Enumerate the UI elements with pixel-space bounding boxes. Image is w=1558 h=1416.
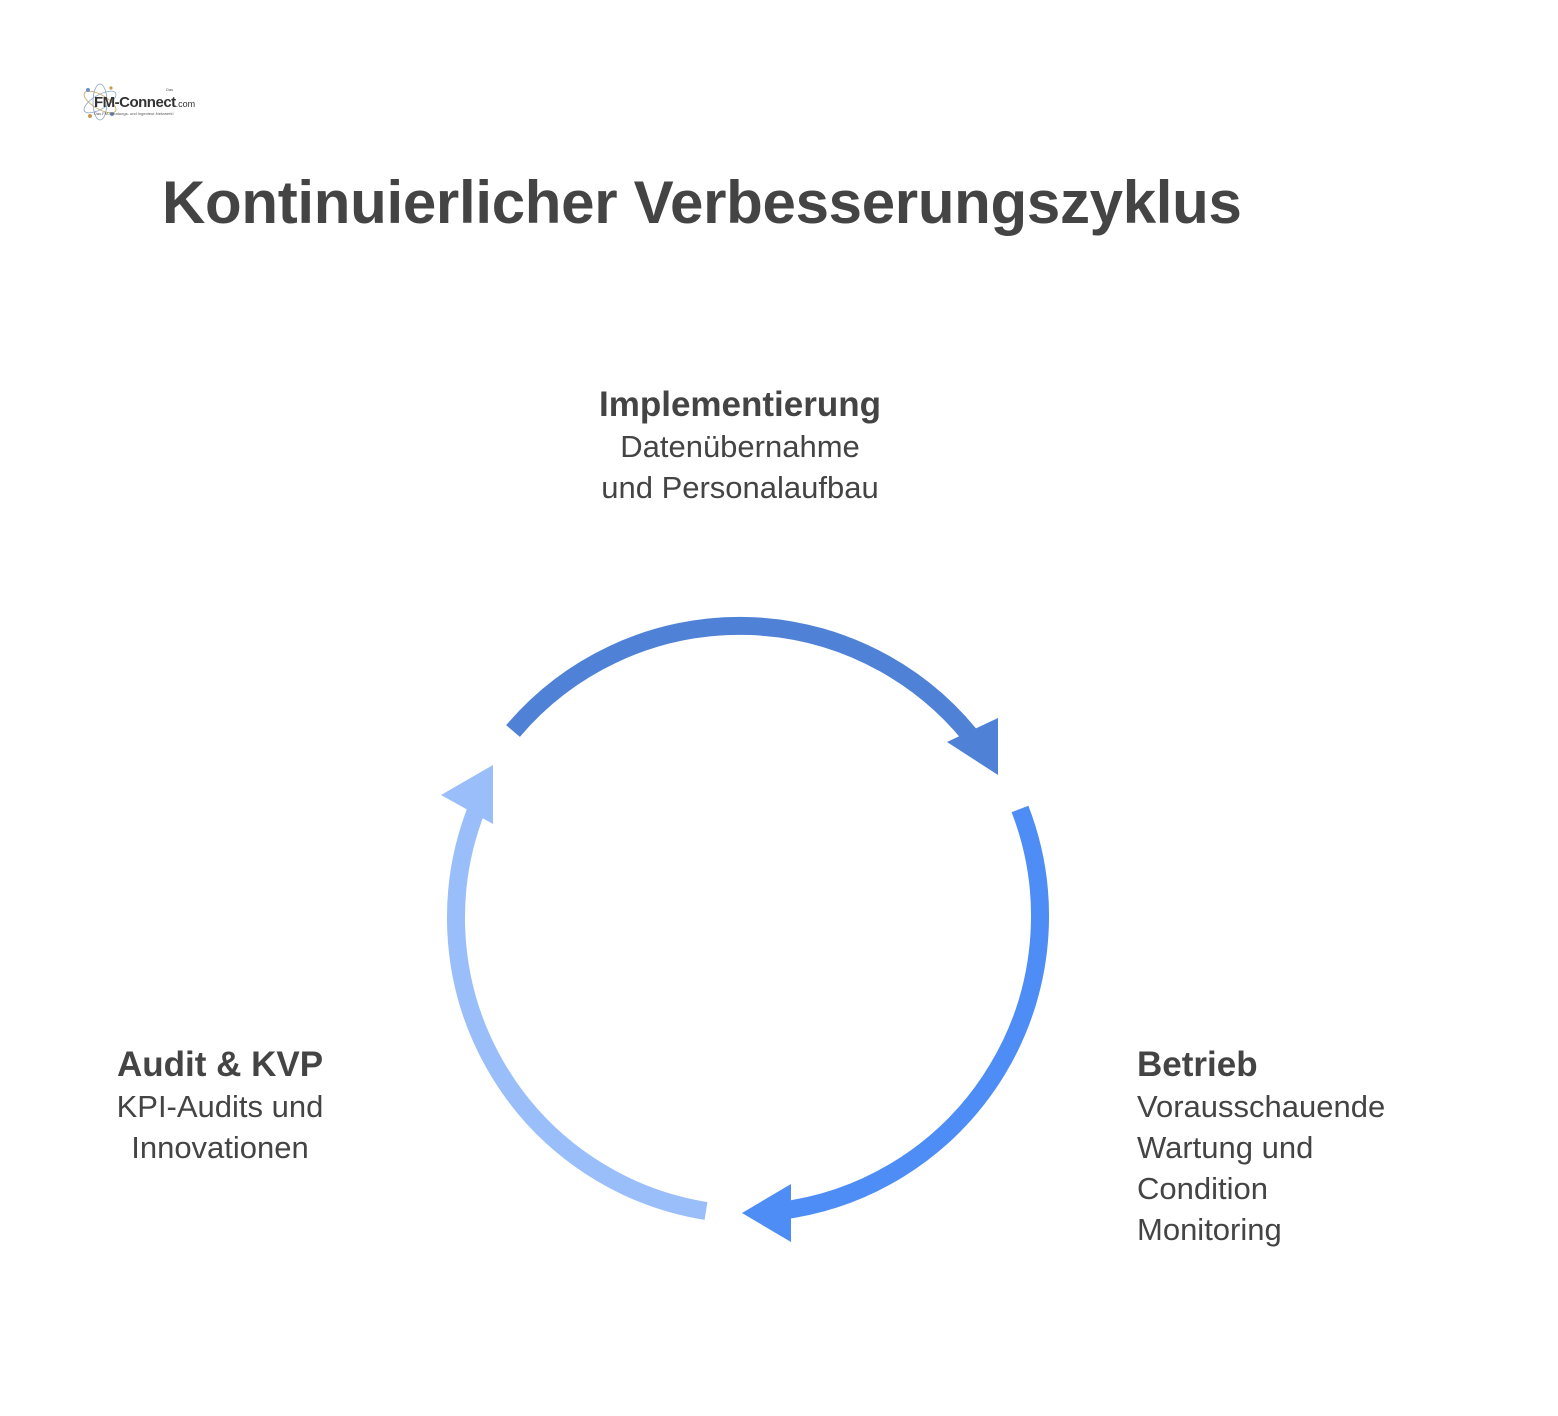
arrow-betrieb [777, 805, 1049, 1220]
arrow-audit [446, 804, 708, 1220]
logo-name: FM-Connect [94, 94, 176, 111]
stage-implementierung: Implementierung Datenübernahme und Perso… [560, 384, 920, 508]
logo-small-text: Das [166, 87, 174, 92]
logo-suffix: .com [175, 99, 196, 109]
stage-audit: Audit & KVP KPI-Audits und Innovationen [80, 1044, 360, 1168]
arrowhead-betrieb-icon [742, 1184, 791, 1242]
stage-betrieb-line-1: Vorausschauende [1137, 1089, 1386, 1124]
stage-audit-line-1: KPI-Audits und [116, 1089, 324, 1124]
stage-betrieb-line-3: Condition [1137, 1171, 1268, 1206]
logo-emblem-icon [83, 83, 117, 121]
stage-betrieb-heading: Betrieb [1137, 1045, 1258, 1084]
stage-betrieb-line-2: Wartung und [1137, 1130, 1314, 1165]
arrow-implementierung [506, 616, 987, 753]
page-title: Kontinuierlicher Verbesserungszyklus [162, 169, 1242, 236]
stage-betrieb-line-4: Monitoring [1137, 1212, 1282, 1247]
stage-implementierung-heading: Implementierung [599, 385, 881, 424]
stage-audit-line-2: Innovationen [131, 1130, 309, 1165]
logo-tagline: Das FM-Beratungs- und Ingenieur-Netzwerk… [94, 111, 174, 116]
logo-wordmark: FM-Connect.com [94, 94, 195, 111]
stage-implementierung-line-1: Datenübernahme [620, 429, 860, 464]
stage-implementierung-line-2: und Personalaufbau [601, 470, 879, 505]
stage-betrieb: Betrieb Vorausschauende Wartung und Cond… [1137, 1044, 1467, 1250]
arrowhead-implementierung-icon [947, 718, 998, 775]
arrowhead-audit-icon [441, 765, 493, 824]
stage-audit-heading: Audit & KVP [116, 1045, 324, 1084]
logo: Das FM-Connect.com Das FM-Beratungs- und… [78, 78, 195, 128]
